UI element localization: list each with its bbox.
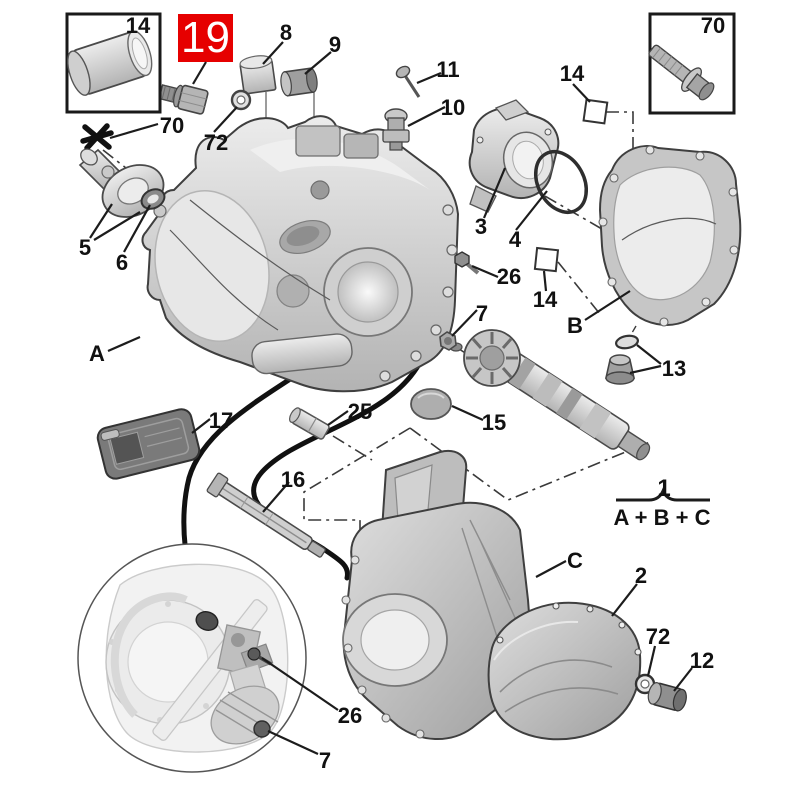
callout-8: 8: [280, 20, 292, 45]
highlighted-part-number: 19: [181, 13, 230, 62]
callout-26-upper: 26: [497, 264, 521, 289]
callout-inset-70: 70: [701, 13, 725, 38]
callout-7-inset: 7: [319, 748, 331, 773]
callout-17: 17: [209, 408, 233, 433]
part-oval-cap-15: [410, 388, 452, 420]
callout-13: 13: [662, 356, 686, 381]
part-slide-rail-16: [206, 472, 326, 558]
callout-72-top: 72: [204, 130, 228, 155]
part-rubber-pad-17: [96, 408, 201, 480]
inset-box-sleeve-14: [65, 12, 162, 114]
callout-3: 3: [475, 214, 487, 239]
part-main-housing-a: [141, 115, 460, 393]
part-drain-plug-13: [605, 334, 639, 385]
leader-lines: [89, 41, 693, 755]
callout-4: 4: [509, 227, 522, 252]
symbol-square-14-mid: [533, 246, 560, 273]
callout-12: 12: [690, 648, 714, 673]
callout-11: 11: [436, 57, 459, 82]
part-washer-72-top: [230, 89, 252, 111]
callout-10: 10: [441, 95, 465, 120]
highlighted-part-number-box[interactable]: 19: [178, 13, 233, 62]
callout-9: 9: [329, 32, 341, 57]
part-shaft-15: [463, 329, 651, 461]
part-clutch-housing-c: [341, 450, 530, 740]
callout-2: 2: [635, 563, 647, 588]
callout-15: 15: [482, 410, 506, 435]
part-plug-19: [158, 84, 209, 115]
part-cap-8: [239, 55, 277, 95]
callout-1: 1: [657, 475, 670, 502]
plug-location-marker: [195, 611, 219, 631]
assembly-formula: A + B + C: [614, 505, 711, 530]
part-seal-6: [140, 188, 166, 210]
nut-7-location: [253, 720, 271, 738]
part-speedo-sensor-10: [382, 108, 410, 151]
symbol-star-70: [80, 123, 114, 151]
part-plug-12: [647, 682, 687, 712]
callout-6: 6: [116, 250, 128, 275]
part-screw-11: [395, 65, 421, 98]
part-nut-7-upper: [439, 331, 463, 352]
callout-14-top: 14: [560, 61, 585, 86]
inset-box-bolt-70: [648, 12, 736, 115]
assembly-brace: [616, 487, 710, 502]
callout-72-bottom: 72: [646, 624, 670, 649]
callout-inset-14: 14: [126, 13, 151, 38]
callout-7-upper: 7: [476, 301, 488, 326]
callout-A: A: [89, 341, 105, 366]
callout-70-star: 70: [160, 113, 184, 138]
callout-5: 5: [79, 235, 91, 260]
callout-B: B: [567, 313, 583, 338]
part-end-cover-b: [598, 145, 742, 327]
part-pin-25: [289, 407, 330, 440]
callout-16: 16: [281, 467, 305, 492]
part-guide-tube-5: [78, 148, 167, 218]
part-bush-9: [280, 67, 318, 97]
callout-14-mid: 14: [533, 287, 558, 312]
part-bolt-26-upper: [454, 251, 480, 275]
part-o-ring-4: [533, 150, 589, 214]
callout-26-inset: 26: [338, 703, 362, 728]
assembled-view-inset: [77, 543, 307, 773]
symbol-square-14-top: [582, 98, 609, 125]
callout-25: 25: [348, 399, 372, 424]
callout-C: C: [567, 548, 583, 573]
part-cover-2: [487, 601, 642, 741]
arrow-to-selector-location: [251, 343, 430, 581]
